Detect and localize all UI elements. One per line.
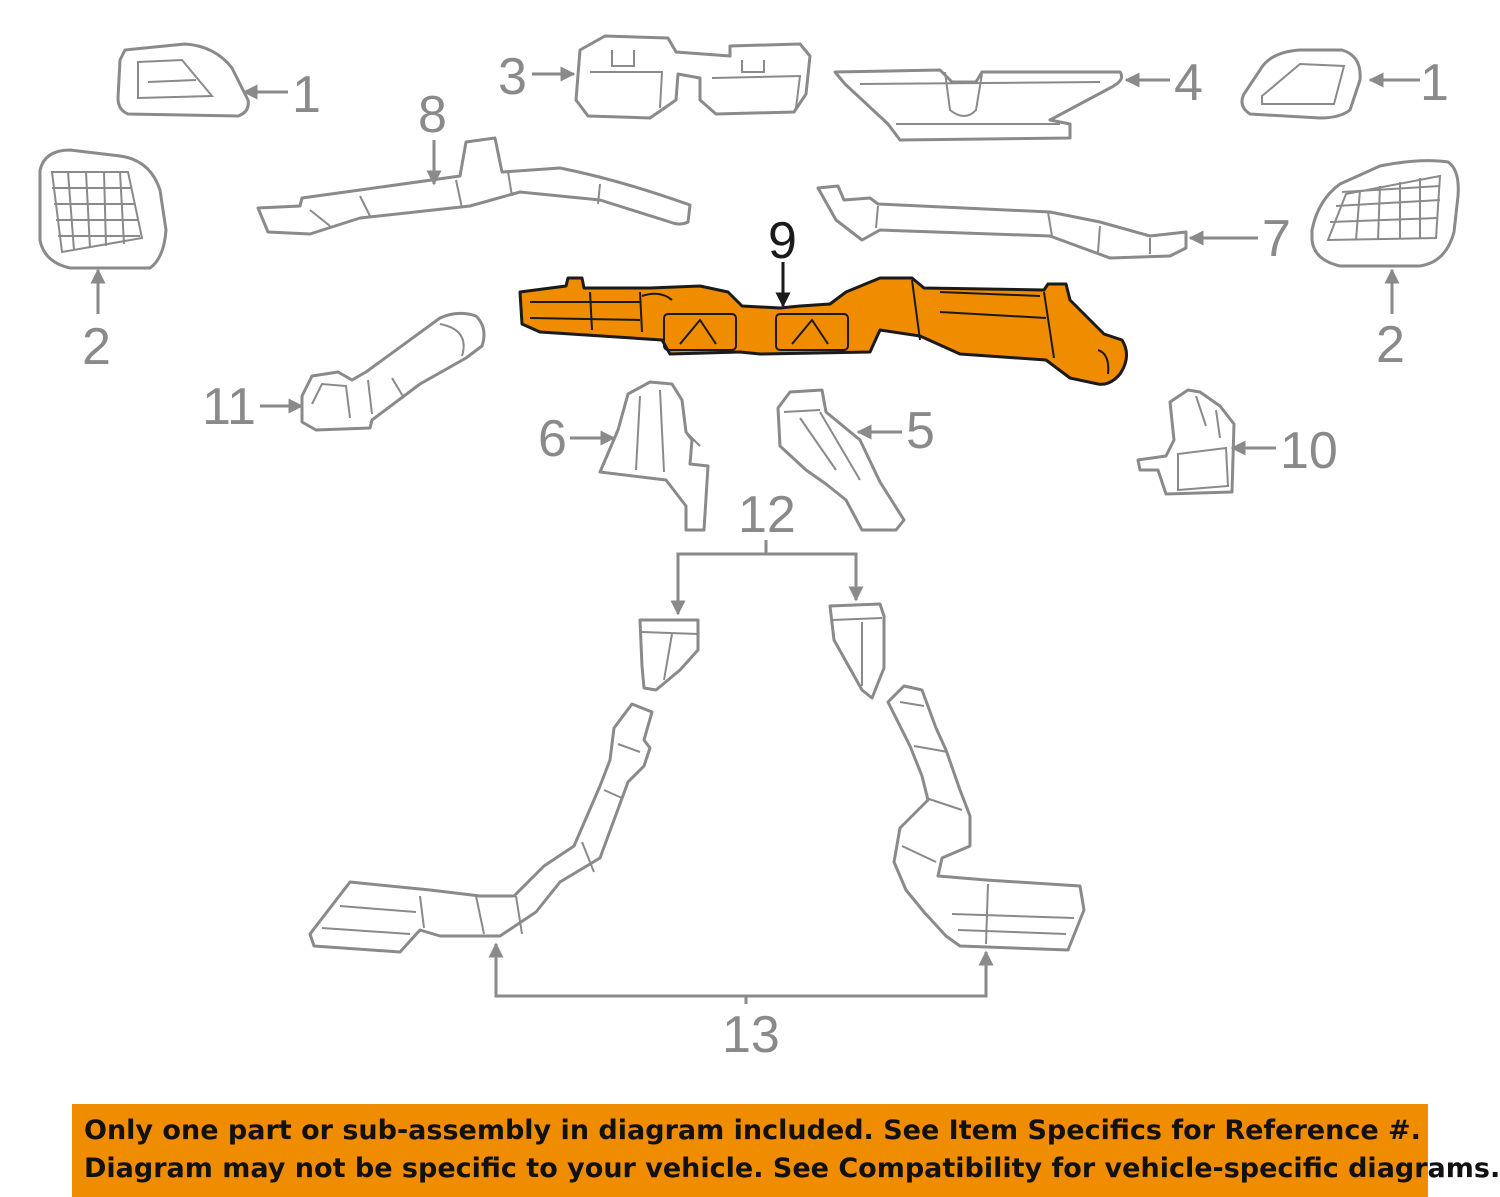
part-6-center-duct-left (598, 380, 710, 532)
callout-11: 11 (202, 378, 256, 436)
callout-12: 12 (738, 486, 796, 544)
part-10-right-duct-elbow (1136, 388, 1236, 496)
part-9-main-distribution-duct-highlighted (518, 276, 1128, 386)
part-12-right-connector (828, 602, 886, 700)
part-12-left-connector (638, 618, 700, 692)
part-1-right-vent-bezel (1240, 48, 1362, 120)
part-8-left-upper-duct (256, 136, 692, 236)
callout-8: 8 (418, 86, 447, 144)
part-7-right-upper-duct (816, 184, 1188, 260)
part-4-defroster-duct (833, 68, 1124, 142)
callout-4: 4 (1174, 54, 1203, 112)
part-13-right-floor-duct (886, 684, 1086, 952)
callout-2-right: 2 (1376, 316, 1405, 374)
callout-13: 13 (722, 1006, 780, 1064)
part-2-right-grille-outlet (1310, 159, 1460, 268)
callout-10: 10 (1280, 422, 1338, 480)
part-5-center-duct-right (776, 388, 906, 532)
callout-6: 6 (538, 410, 567, 468)
part-11-left-duct-elbow (300, 311, 486, 432)
callout-3: 3 (498, 48, 527, 106)
callout-2-left: 2 (82, 318, 111, 376)
callout-9: 9 (768, 212, 797, 270)
part-1-left-vent-bezel (116, 42, 250, 118)
callout-5: 5 (906, 402, 935, 460)
disclaimer-line-2: Diagram may not be specific to your vehi… (84, 1153, 1500, 1184)
callout-1-left: 1 (292, 66, 321, 124)
callout-1-right: 1 (1420, 54, 1449, 112)
part-2-left-grille-outlet (38, 148, 168, 270)
leader-lines (90, 66, 1420, 1004)
part-3-center-vent-assembly (574, 34, 812, 120)
callout-7: 7 (1262, 210, 1291, 268)
disclaimer-line-1: Only one part or sub-assembly in diagram… (84, 1115, 1421, 1146)
disclaimer-banner: Only one part or sub-assembly in diagram… (72, 1104, 1500, 1197)
part-13-left-floor-duct (308, 702, 654, 954)
